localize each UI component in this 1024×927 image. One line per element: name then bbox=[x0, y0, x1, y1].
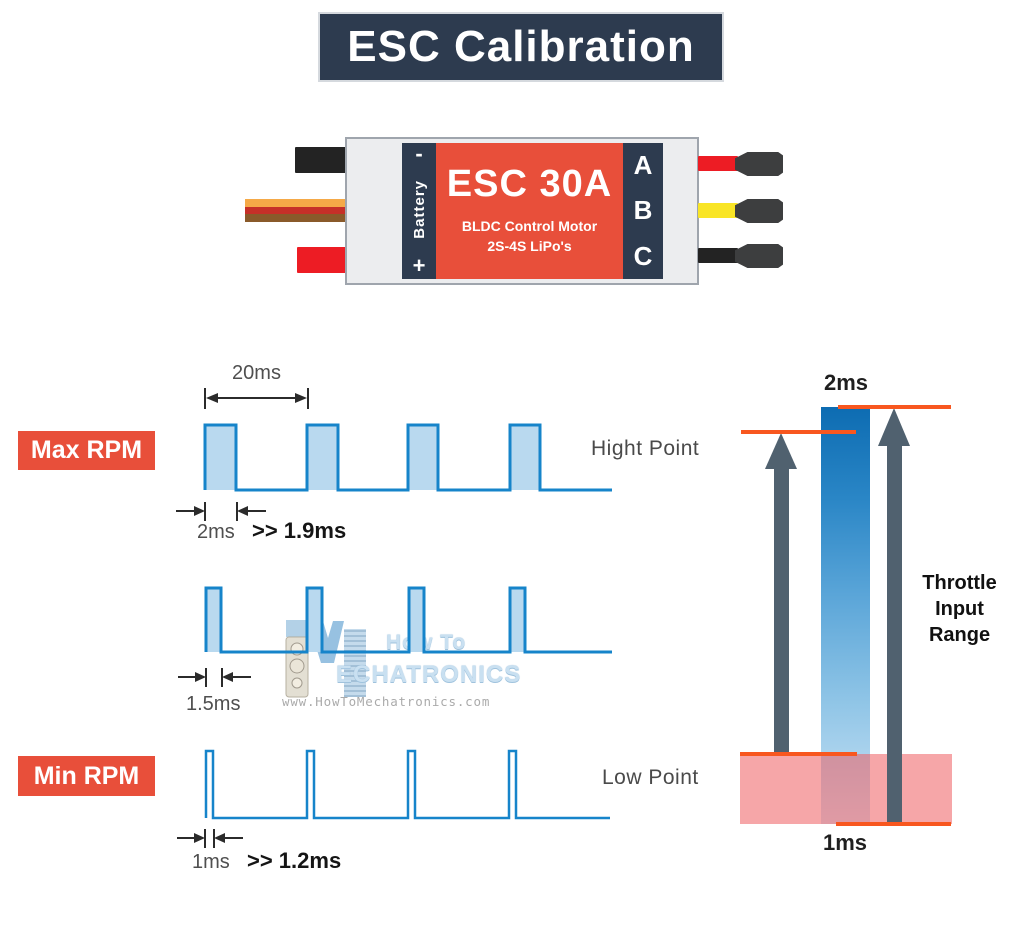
signal-strand-red bbox=[245, 206, 345, 215]
high-calibrated-label: >> 1.9ms bbox=[252, 518, 347, 543]
mid-pulse-dimension bbox=[178, 668, 251, 687]
mid-pulse-width-label: 1.5ms bbox=[186, 693, 241, 715]
battery-minus-label: - bbox=[415, 141, 423, 166]
phase-c-label: C bbox=[633, 240, 653, 271]
bullet-connector-a bbox=[735, 152, 783, 176]
min-rpm-tag: Min RPM bbox=[18, 756, 155, 796]
motor-wire-a bbox=[698, 156, 738, 171]
pwm-high-waveform bbox=[203, 423, 612, 492]
signal-cable bbox=[245, 199, 345, 223]
low-point-label: Low Point bbox=[602, 766, 699, 789]
max-rpm-label: Max RPM bbox=[30, 436, 143, 464]
high-point-label: Hight Point bbox=[591, 437, 700, 460]
min-rpm-label: Min RPM bbox=[33, 761, 140, 790]
battery-plus-label: + bbox=[412, 253, 426, 278]
motor-wire-c bbox=[698, 248, 738, 263]
low-pulse-dimension bbox=[177, 829, 243, 848]
esc-subtitle-2: 2S-4S LiPo's bbox=[487, 238, 572, 254]
watermark-howto: How To bbox=[386, 631, 467, 654]
phase-b-label: B bbox=[633, 195, 653, 226]
throttle-max-label: 2ms bbox=[824, 370, 869, 395]
watermark-url: www.HowToMechatronics.com bbox=[282, 694, 491, 709]
low-calibrated-label: >> 1.2ms bbox=[247, 848, 342, 873]
battery-wire-negative bbox=[295, 147, 347, 173]
bullet-connector-b bbox=[735, 199, 783, 223]
throttle-arrow-left bbox=[765, 433, 797, 755]
max-rpm-tag: Max RPM bbox=[18, 431, 155, 470]
signal-strand-brown bbox=[245, 214, 345, 223]
battery-label: Battery bbox=[410, 179, 428, 239]
low-pulse-width-label: 1ms bbox=[192, 851, 230, 873]
throttle-range-label: Throttle Input Range bbox=[922, 572, 997, 646]
esc-label-panel: ESC 30A BLDC Control Motor 2S-4S LiPo's bbox=[436, 143, 623, 279]
pwm-low-waveform bbox=[204, 749, 610, 820]
period-label: 20ms bbox=[232, 362, 281, 384]
low-throttle-zone bbox=[740, 754, 952, 824]
battery-terminal-strip: - Battery + bbox=[402, 143, 436, 279]
page-title: ESC Calibration bbox=[347, 22, 695, 71]
motor-phase-strip: A B C bbox=[623, 143, 663, 279]
period-dimension bbox=[204, 388, 309, 409]
bullet-connector-c bbox=[735, 244, 783, 268]
esc-model-label: ESC 30A bbox=[446, 163, 613, 205]
watermark-brand: ECHATRONICS bbox=[336, 661, 522, 688]
motor-wire-b bbox=[698, 203, 738, 218]
battery-wire-positive bbox=[297, 247, 347, 273]
phase-a-label: A bbox=[633, 150, 653, 181]
throttle-min-label: 1ms bbox=[823, 830, 868, 855]
esc-subtitle-1: BLDC Control Motor bbox=[461, 218, 598, 234]
title-banner: ESC Calibration bbox=[318, 12, 724, 82]
signal-strand-orange bbox=[245, 199, 345, 207]
high-pulse-width-label: 2ms bbox=[197, 521, 235, 543]
